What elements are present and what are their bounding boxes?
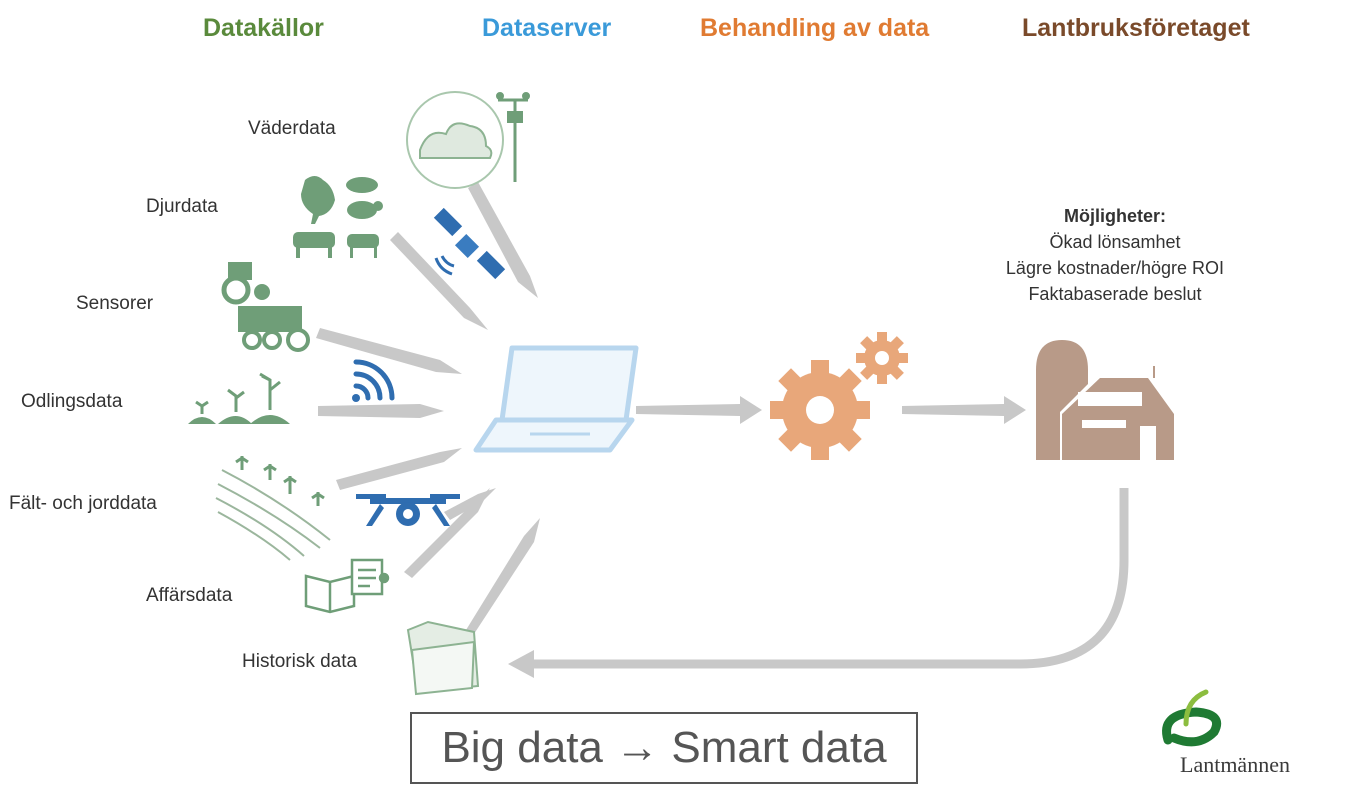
gear-icon (770, 332, 908, 460)
arrow-server-processing (636, 396, 762, 424)
seedling-icon (188, 372, 290, 424)
source-label-historisk-data: Historisk data (242, 651, 358, 672)
arrow-business (404, 488, 490, 578)
source-label-affarsdata: Affärsdata (146, 585, 233, 606)
signal-icon (352, 359, 395, 402)
drone-icon (356, 494, 460, 526)
arrow-animals (390, 232, 488, 330)
opportunities-heading: Möjligheter: (1064, 206, 1166, 226)
header-dataserver: Dataserver (482, 14, 612, 42)
laptop-icon (473, 345, 639, 453)
book-document-icon (304, 558, 390, 614)
arrow-history (466, 518, 540, 634)
opportunity-item: Ökad lönsamhet (1049, 232, 1181, 252)
source-label-odlingsdata: Odlingsdata (21, 391, 123, 412)
source-label-falt-och-jorddata: Fält- och jorddata (9, 493, 157, 514)
arrow-processing-company (902, 396, 1026, 424)
tractor-combine-icon (221, 262, 310, 352)
arrow-field (336, 448, 462, 490)
folder-icon (406, 620, 480, 696)
flow-arrows (636, 396, 1026, 424)
livestock-icon (293, 176, 383, 258)
source-label-vaderdata: Väderdata (248, 118, 336, 139)
satellite-icon (433, 207, 506, 280)
arrow-weather (468, 182, 538, 298)
tagline-box: Big data → Smart data (410, 712, 918, 784)
tagline-text: Big data → Smart data (441, 723, 887, 772)
feedback-arrow (508, 488, 1129, 678)
opportunity-item: Faktabaserade beslut (1028, 284, 1202, 304)
opportunity-item: Lägre kostnader/högre ROI (1005, 258, 1225, 278)
barn-icon (1036, 340, 1174, 460)
header-datakallor: Datakällor (203, 14, 324, 42)
field-icon (215, 456, 331, 561)
lantmannen-logo-icon (1162, 689, 1222, 747)
header-behandling: Behandling av data (700, 14, 930, 42)
source-arrows (316, 182, 540, 634)
source-label-djurdata: Djurdata (146, 196, 218, 217)
arrow-crops (318, 404, 444, 418)
lantmannen-logo-text: Lantmännen (1180, 752, 1290, 777)
source-label-sensorer: Sensorer (76, 293, 154, 314)
header-lantbruksforetaget: Lantbruksföretaget (1022, 14, 1250, 42)
cloud-weather-icon (406, 91, 530, 189)
opportunities-block: Möjligheter: Ökad lönsamhet Lägre kostna… (960, 203, 1270, 307)
arrow-sensors (316, 328, 462, 374)
